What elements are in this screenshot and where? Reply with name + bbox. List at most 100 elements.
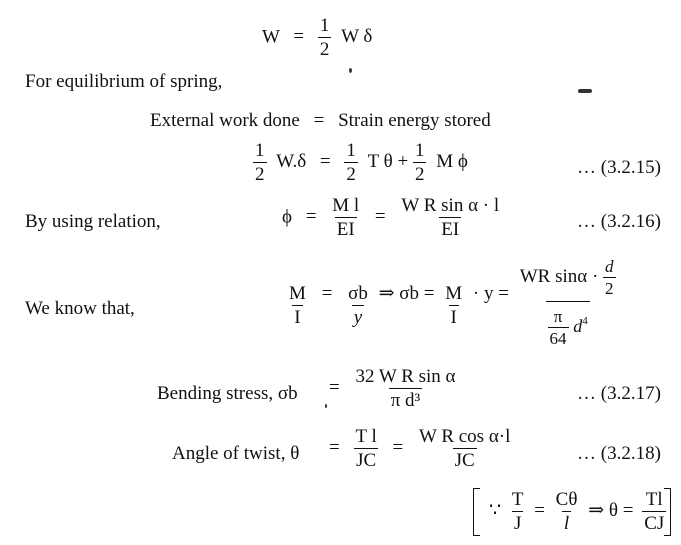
times-y: · y = — [472, 283, 509, 305]
half-fraction: 1 2 — [317, 15, 332, 60]
relation-label: By using relation, — [25, 211, 161, 232]
fraction-numerator: π — [553, 306, 563, 326]
equation-3-2-18: = T l JC = W R cos α·l JC — [320, 427, 512, 471]
equals-sign: = — [319, 151, 331, 173]
fraction-numerator: σb — [346, 284, 370, 305]
fraction-denominator: π d³ — [388, 387, 423, 411]
twist-angle-label: Angle of twist, θ — [172, 443, 300, 464]
equation-number: … (3.2.17) — [577, 383, 661, 404]
pi-over-64-fraction: π 64 — [547, 306, 569, 348]
lhs-term: W.δ — [276, 151, 307, 173]
l-symbol: l — [563, 512, 570, 534]
flexure-equation: M I = σb y ⇒ σb = M I · y = WR sinα · d … — [287, 258, 618, 347]
bending-stress-fraction: 32 W R sin α π d³ — [353, 367, 457, 411]
because-symbol: ∵ — [489, 500, 502, 522]
implies-sigma: ⇒ σb = — [378, 283, 435, 305]
bending-term: M ϕ — [436, 151, 468, 173]
known-label: We know that, — [25, 298, 135, 319]
equation-number: … (3.2.16) — [577, 211, 661, 232]
equals-sign: = — [329, 437, 340, 459]
fraction-denominator: 2 — [253, 161, 267, 185]
fraction-numerator: d — [603, 258, 616, 277]
y-symbol: y — [353, 306, 363, 328]
phi-expansion-fraction: W R sin α · l EI — [399, 196, 501, 240]
half-fraction: 1 2 — [412, 140, 427, 185]
fraction-denominator: 2 — [344, 161, 358, 185]
equals-sign: = — [534, 500, 545, 522]
energy-balance-statement: External work done = Strain energy store… — [150, 111, 491, 130]
equation-3-2-16: ϕ = M l EI = W R sin α · l EI — [282, 196, 501, 240]
fraction-numerator: WR sinα · d 2 — [518, 258, 618, 301]
fraction-numerator: 1 — [414, 140, 425, 161]
half-fraction: 1 2 — [253, 141, 267, 185]
equation-number: … (3.2.18) — [577, 443, 661, 464]
fraction-numerator: W R sin α · l — [401, 195, 500, 216]
c-theta-over-l-fraction: Cθ l — [554, 490, 580, 534]
fraction-numerator: 1 — [346, 140, 356, 161]
fraction-denominator: I — [292, 304, 303, 328]
work-symbol: W — [262, 26, 280, 48]
fraction-denominator: J — [511, 510, 524, 534]
fraction-denominator: I — [448, 304, 459, 328]
d-over-two-fraction: d 2 — [603, 258, 616, 298]
equals-sign: = — [329, 377, 340, 399]
exponent: 4 — [582, 314, 588, 327]
equals-sign: = — [293, 26, 305, 48]
fraction-denominator: y — [351, 304, 365, 328]
fraction-denominator: 64 — [547, 326, 569, 348]
phi-symbol: ϕ — [282, 206, 293, 228]
equation-3-2-17: = 32 W R sin α π d³ — [320, 367, 458, 411]
d-symbol: d — [605, 257, 614, 276]
left-bracket — [473, 488, 480, 536]
twist-expansion-fraction: W R cos α·l JC — [417, 427, 512, 471]
fraction-numerator: Tl — [645, 489, 663, 510]
equals-sign: = — [321, 283, 333, 305]
fraction-numerator: W R cos α·l — [418, 426, 511, 447]
sigma-b-symbol: σb — [348, 283, 368, 305]
equation-3-2-15: 1 2 W.δ = 1 2 T θ + 1 2 M ϕ — [253, 141, 468, 185]
torsion-relation-note: ∵ T J = Cθ l ⇒ θ = Tl CJ — [489, 489, 667, 534]
scan-speck — [325, 404, 327, 408]
equals-sign: = — [305, 206, 317, 228]
fraction-numerator: 1 — [319, 15, 330, 36]
scan-speck — [578, 89, 592, 93]
external-work-label: External work done — [150, 110, 300, 131]
tl-over-jc-fraction: T l JC — [353, 426, 379, 471]
fraction-denominator: 2 — [412, 161, 427, 185]
m-over-i-fraction: M I — [443, 284, 464, 328]
fraction-denominator: l — [561, 510, 572, 534]
fraction-numerator: 32 W R sin α — [355, 366, 456, 387]
t-over-j-fraction: T J — [510, 490, 526, 534]
half-fraction: 1 2 — [344, 141, 358, 185]
equilibrium-heading: For equilibrium of spring, — [25, 71, 223, 92]
torsion-term: T θ + — [367, 151, 409, 173]
fraction-denominator: CJ — [642, 510, 667, 534]
equals-sign: = — [374, 206, 386, 228]
fraction-numerator: M — [289, 283, 306, 305]
fraction-numerator: 1 — [255, 140, 265, 161]
fraction-denominator: JC — [452, 447, 477, 471]
bending-stress-label: Bending stress, σb — [157, 383, 298, 404]
d-symbol: d — [573, 315, 583, 336]
fraction-denominator: EI — [439, 216, 462, 240]
scan-speck — [349, 68, 352, 73]
work-rhs: W δ — [341, 26, 373, 48]
fraction-numerator: T l — [355, 426, 377, 447]
sigma-over-y-fraction: σb y — [346, 284, 370, 328]
right-bracket — [664, 488, 671, 536]
fraction-numerator: Cθ — [555, 489, 578, 510]
fraction-denominator: π 64 d4 — [545, 300, 590, 348]
fraction-denominator: 2 — [603, 276, 616, 298]
equation-work: W = 1 2 W δ — [262, 16, 372, 60]
m-over-i-fraction: M I — [287, 284, 308, 328]
numerator-text: WR sinα · — [519, 266, 599, 288]
equation-number: … (3.2.15) — [577, 157, 661, 178]
fraction-numerator: M — [445, 283, 463, 305]
moment-fraction: M l EI — [330, 196, 361, 240]
bending-stress-fraction: WR sinα · d 2 π 64 d4 — [518, 258, 618, 347]
equals-sign: = — [313, 110, 325, 131]
strain-energy-label: Strain energy stored — [338, 110, 491, 131]
fraction-numerator: M l — [332, 195, 360, 216]
tl-over-cj-fraction: Tl CJ — [642, 489, 667, 534]
fraction-denominator: JC — [354, 447, 379, 471]
